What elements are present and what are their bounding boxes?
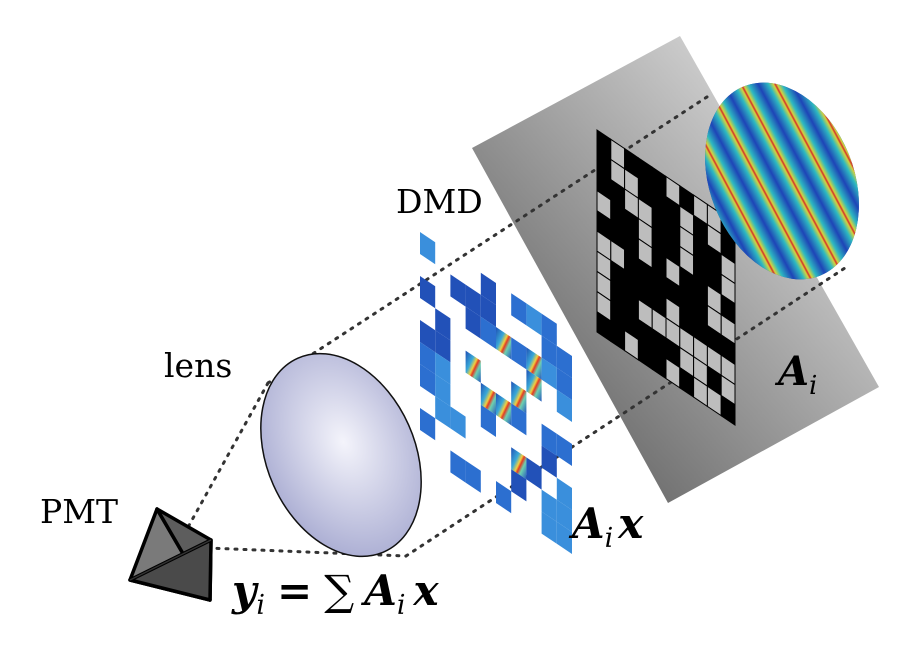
masked-tile [541, 445, 557, 478]
masked-tile [435, 330, 451, 363]
masked-tile [435, 308, 451, 341]
masked-tile [541, 511, 557, 544]
masked-tile [496, 393, 512, 426]
measurement-sum: ∑ [324, 566, 354, 615]
measurement-base: A [360, 566, 397, 615]
masked-tile [450, 274, 466, 307]
pattern-base: A [774, 348, 809, 395]
masked-tile [450, 406, 466, 439]
masked-tile [511, 469, 527, 502]
masked-object-tiles [420, 232, 572, 554]
masked-tile [435, 374, 451, 407]
masked-tile [465, 306, 481, 339]
measurement-lhs-sub: i [256, 590, 265, 621]
masked-tail: x [617, 499, 644, 548]
masked-tile [420, 408, 436, 441]
masked-tile [465, 460, 481, 493]
masked-tile [541, 357, 557, 390]
masked-tile [496, 481, 512, 514]
masked-tile [541, 489, 557, 522]
masked-tile [435, 396, 451, 429]
masked-tile [526, 369, 542, 402]
measurement-lhs: y [231, 566, 259, 615]
pyramid-detector-icon [128, 507, 213, 602]
masked-tile [465, 284, 481, 317]
masked-tile [480, 316, 496, 349]
lens-label: lens [164, 346, 232, 385]
masked-tile [496, 327, 512, 360]
masked-tile [511, 403, 527, 436]
masked-tile [450, 450, 466, 483]
masked-tile [526, 347, 542, 380]
masked-tile [526, 303, 542, 336]
measurement-eq: = [277, 566, 312, 615]
masked-tile [420, 232, 436, 265]
dmd-label: DMD [396, 182, 483, 221]
masked-tile [556, 477, 572, 510]
masked-tile [556, 521, 572, 554]
masked-tile [480, 382, 496, 415]
masked-tile [420, 320, 436, 353]
dmd-pattern-grid [596, 129, 736, 426]
pmt-label: PMT [40, 492, 118, 531]
dmd-pixel [720, 394, 736, 426]
measurement-sub: i [397, 590, 406, 621]
masked-tile [435, 352, 451, 385]
masked-tile [511, 447, 527, 480]
masked-tile [420, 364, 436, 397]
masked-tile [511, 381, 527, 414]
masked-tile [420, 276, 436, 309]
masked-tile [541, 423, 557, 456]
masked-tile [511, 293, 527, 326]
masked-base: A [568, 499, 605, 548]
masked-tile [480, 294, 496, 327]
pattern-sub: i [809, 371, 817, 401]
masked-tile [541, 313, 557, 346]
masked-tile [511, 337, 527, 370]
masked-tile [526, 457, 542, 490]
masked-tile [556, 367, 572, 400]
measurement-tail: x [412, 566, 439, 615]
masked-tile [556, 433, 572, 466]
masked-tile [480, 404, 496, 437]
masked-tile [556, 345, 572, 378]
masked-tile [556, 389, 572, 422]
masked-tile [480, 272, 496, 305]
masked-tile [556, 499, 572, 532]
masked-tile [541, 335, 557, 368]
masked-tile [420, 342, 436, 375]
masked-sub: i [605, 523, 614, 554]
masked-tile [465, 350, 481, 383]
ellipse-lens-icon [260, 352, 422, 558]
pattern-symbol: Ai [774, 348, 817, 401]
